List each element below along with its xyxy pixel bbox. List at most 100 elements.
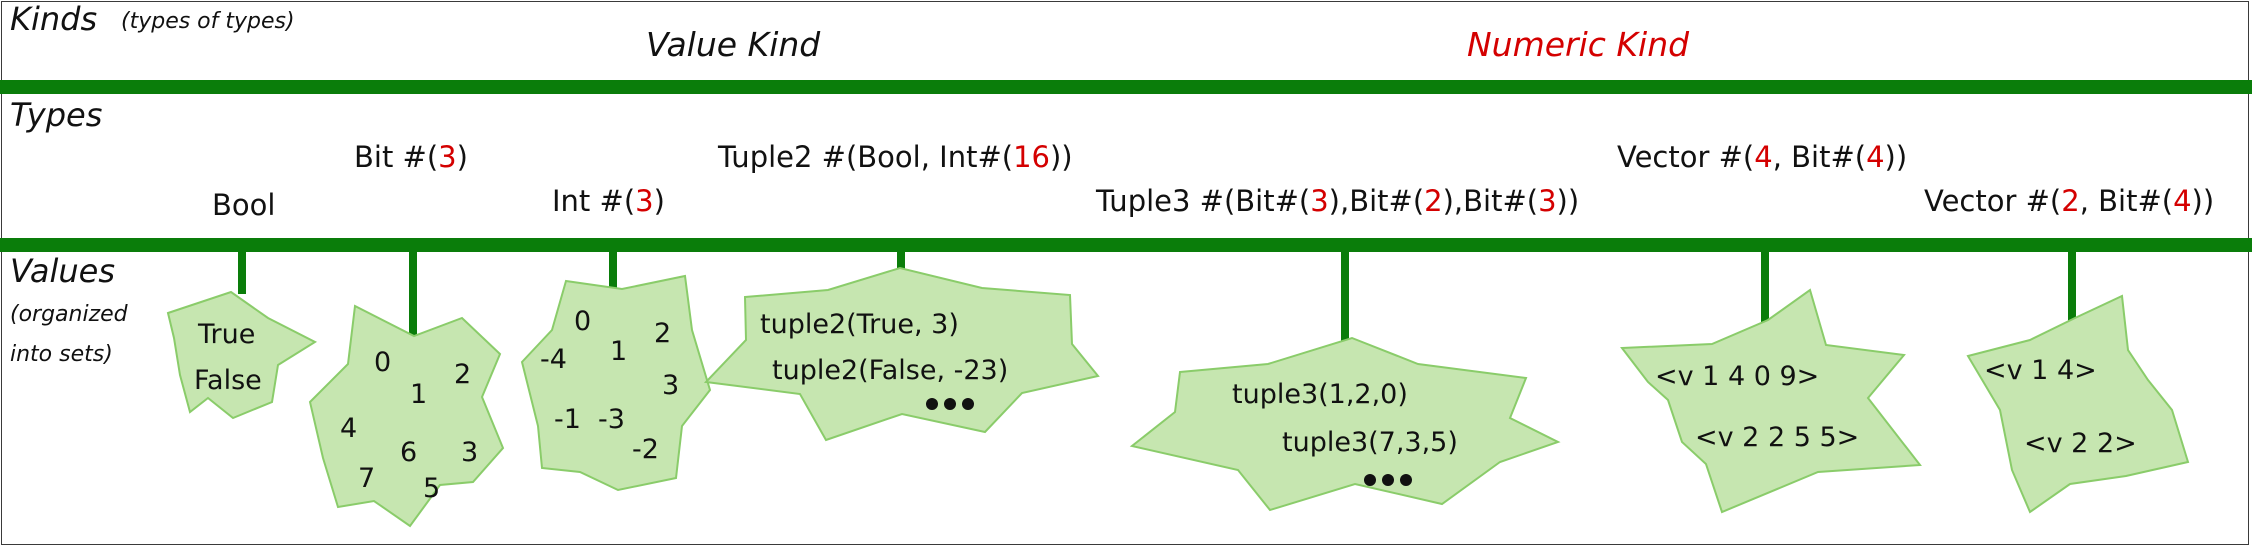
type-bit: Bit #(3) — [354, 140, 468, 174]
type-tuple3-prefix: Tuple3 #(Bit#( — [1096, 184, 1311, 218]
value-int-2: 2 — [654, 318, 671, 349]
value-bit-1: 1 — [410, 379, 427, 410]
value-bit-2: 2 — [454, 359, 471, 390]
stem-tuple2 — [897, 250, 905, 270]
value-set-bit: 0 1 2 4 3 6 7 5 — [308, 304, 505, 528]
ellipsis-dot — [926, 398, 938, 410]
types-values-separator — [0, 238, 2252, 252]
ellipsis-dot — [962, 398, 974, 410]
type-vector-4-suffix: )) — [1884, 140, 1908, 174]
value-tuple2-ellipsis — [926, 398, 974, 410]
value-vector-2-2: <v 2 2> — [2024, 428, 2137, 459]
values-section-title: Values — [10, 252, 115, 290]
type-bool-label: Bool — [212, 188, 276, 222]
value-set-bool: True False — [166, 290, 318, 420]
value-set-int: 0 -4 1 2 3 -1 -3 -2 — [520, 274, 712, 492]
value-vector-4-2: <v 2 2 5 5> — [1695, 422, 1859, 453]
value-int-neg1: -1 — [554, 404, 581, 435]
ellipsis-dot — [1364, 474, 1376, 486]
kinds-section-note: (types of types) — [121, 9, 295, 34]
stem-tuple3 — [1341, 250, 1349, 342]
stem-bit — [409, 250, 417, 336]
value-set-vector-4: <v 1 4 0 9> <v 2 2 5 5> — [1620, 288, 1922, 514]
value-set-tuple2-blob — [703, 266, 1100, 442]
type-tuple2-size: 16 — [1013, 140, 1050, 174]
value-bit-5: 5 — [423, 473, 440, 504]
type-tuple3-mid1: ),Bit#( — [1328, 184, 1425, 218]
ellipsis-dot — [944, 398, 956, 410]
value-set-vector-2-blob — [1966, 294, 2190, 514]
type-bool: Bool — [212, 188, 275, 222]
type-bit-size: 3 — [438, 140, 457, 174]
value-int-neg2: -2 — [632, 434, 659, 465]
type-int: Int #(3) — [552, 184, 665, 218]
type-bit-suffix: ) — [456, 140, 468, 174]
type-bit-prefix: Bit #( — [354, 140, 439, 174]
value-int-neg3: -3 — [598, 404, 625, 435]
stem-int — [609, 250, 617, 290]
type-tuple2-suffix: )) — [1049, 140, 1073, 174]
type-tuple3: Tuple3 #(Bit#(3),Bit#(2),Bit#(3)) — [1096, 184, 1579, 218]
type-int-prefix: Int #( — [552, 184, 636, 218]
value-tuple2-1: tuple2(True, 3) — [760, 309, 959, 340]
type-vector-4-width: 4 — [1866, 140, 1885, 174]
value-set-tuple2: tuple2(True, 3) tuple2(False, -23) — [703, 266, 1100, 442]
type-tuple3-suffix: )) — [1556, 184, 1580, 218]
type-vector-2-bit4: Vector #(2, Bit#(4)) — [1924, 184, 2214, 218]
value-bit-4: 4 — [340, 413, 357, 444]
value-set-tuple3: tuple3(1,2,0) tuple3(7,3,5) — [1129, 336, 1561, 512]
type-vector-2-width: 4 — [2173, 184, 2192, 218]
ellipsis-dot — [1400, 474, 1412, 486]
value-tuple2-2: tuple2(False, -23) — [772, 355, 1008, 386]
type-vector-4-mid: , Bit#( — [1772, 140, 1867, 174]
value-set-tuple3-blob — [1129, 336, 1561, 512]
value-set-vector-2: <v 1 4> <v 2 2> — [1966, 294, 2190, 514]
types-section-title: Types — [10, 96, 103, 134]
stem-vector-2 — [2068, 250, 2076, 324]
type-vector-4-prefix: Vector #( — [1617, 140, 1755, 174]
value-bit-0: 0 — [374, 347, 391, 378]
type-tuple3-size1: 3 — [1310, 184, 1329, 218]
value-bool-false: False — [194, 365, 262, 396]
type-int-size: 3 — [635, 184, 654, 218]
value-set-vector-4-blob — [1620, 288, 1922, 514]
value-set-bool-blob — [166, 290, 318, 420]
value-int-neg4: -4 — [540, 344, 567, 375]
value-bit-6: 6 — [400, 437, 417, 468]
kinds-section-title: Kinds — [10, 0, 98, 38]
type-vector-2-mid: , Bit#( — [2079, 184, 2174, 218]
value-tuple3-ellipsis — [1364, 474, 1412, 486]
type-vector-2-length: 2 — [2061, 184, 2080, 218]
type-vector-4-length: 4 — [1754, 140, 1773, 174]
type-tuple2-prefix: Tuple2 #(Bool, Int#( — [718, 140, 1014, 174]
value-set-int-blob — [520, 274, 712, 492]
value-tuple3-1: tuple3(1,2,0) — [1232, 379, 1408, 410]
type-tuple3-mid2: ),Bit#( — [1442, 184, 1539, 218]
stem-vector-4 — [1761, 250, 1769, 322]
type-vector-2-suffix: )) — [2191, 184, 2215, 218]
values-section-note-line2: into sets) — [10, 342, 113, 367]
type-tuple3-size3: 3 — [1538, 184, 1557, 218]
value-int-0: 0 — [574, 306, 591, 337]
value-bit-3: 3 — [461, 437, 478, 468]
type-tuple3-size2: 2 — [1424, 184, 1443, 218]
kinds-types-separator — [0, 80, 2252, 94]
kind-value: Value Kind — [646, 25, 821, 64]
type-int-suffix: ) — [653, 184, 665, 218]
value-vector-2-1: <v 1 4> — [1984, 355, 2097, 386]
type-vector-2-prefix: Vector #( — [1924, 184, 2062, 218]
type-vector-4-bit4: Vector #(4, Bit#(4)) — [1617, 140, 1907, 174]
value-bit-7: 7 — [358, 463, 375, 494]
ellipsis-dot — [1382, 474, 1394, 486]
value-vector-4-1: <v 1 4 0 9> — [1655, 361, 1819, 392]
value-int-1: 1 — [610, 336, 627, 367]
kind-numeric: Numeric Kind — [1467, 25, 1690, 64]
value-int-3: 3 — [662, 370, 679, 401]
type-tuple2: Tuple2 #(Bool, Int#(16)) — [718, 140, 1073, 174]
value-bool-true: True — [197, 319, 255, 350]
values-section-note-line1: (organized — [10, 302, 128, 327]
stem-bool — [238, 250, 246, 294]
value-set-bit-blob — [308, 304, 505, 528]
